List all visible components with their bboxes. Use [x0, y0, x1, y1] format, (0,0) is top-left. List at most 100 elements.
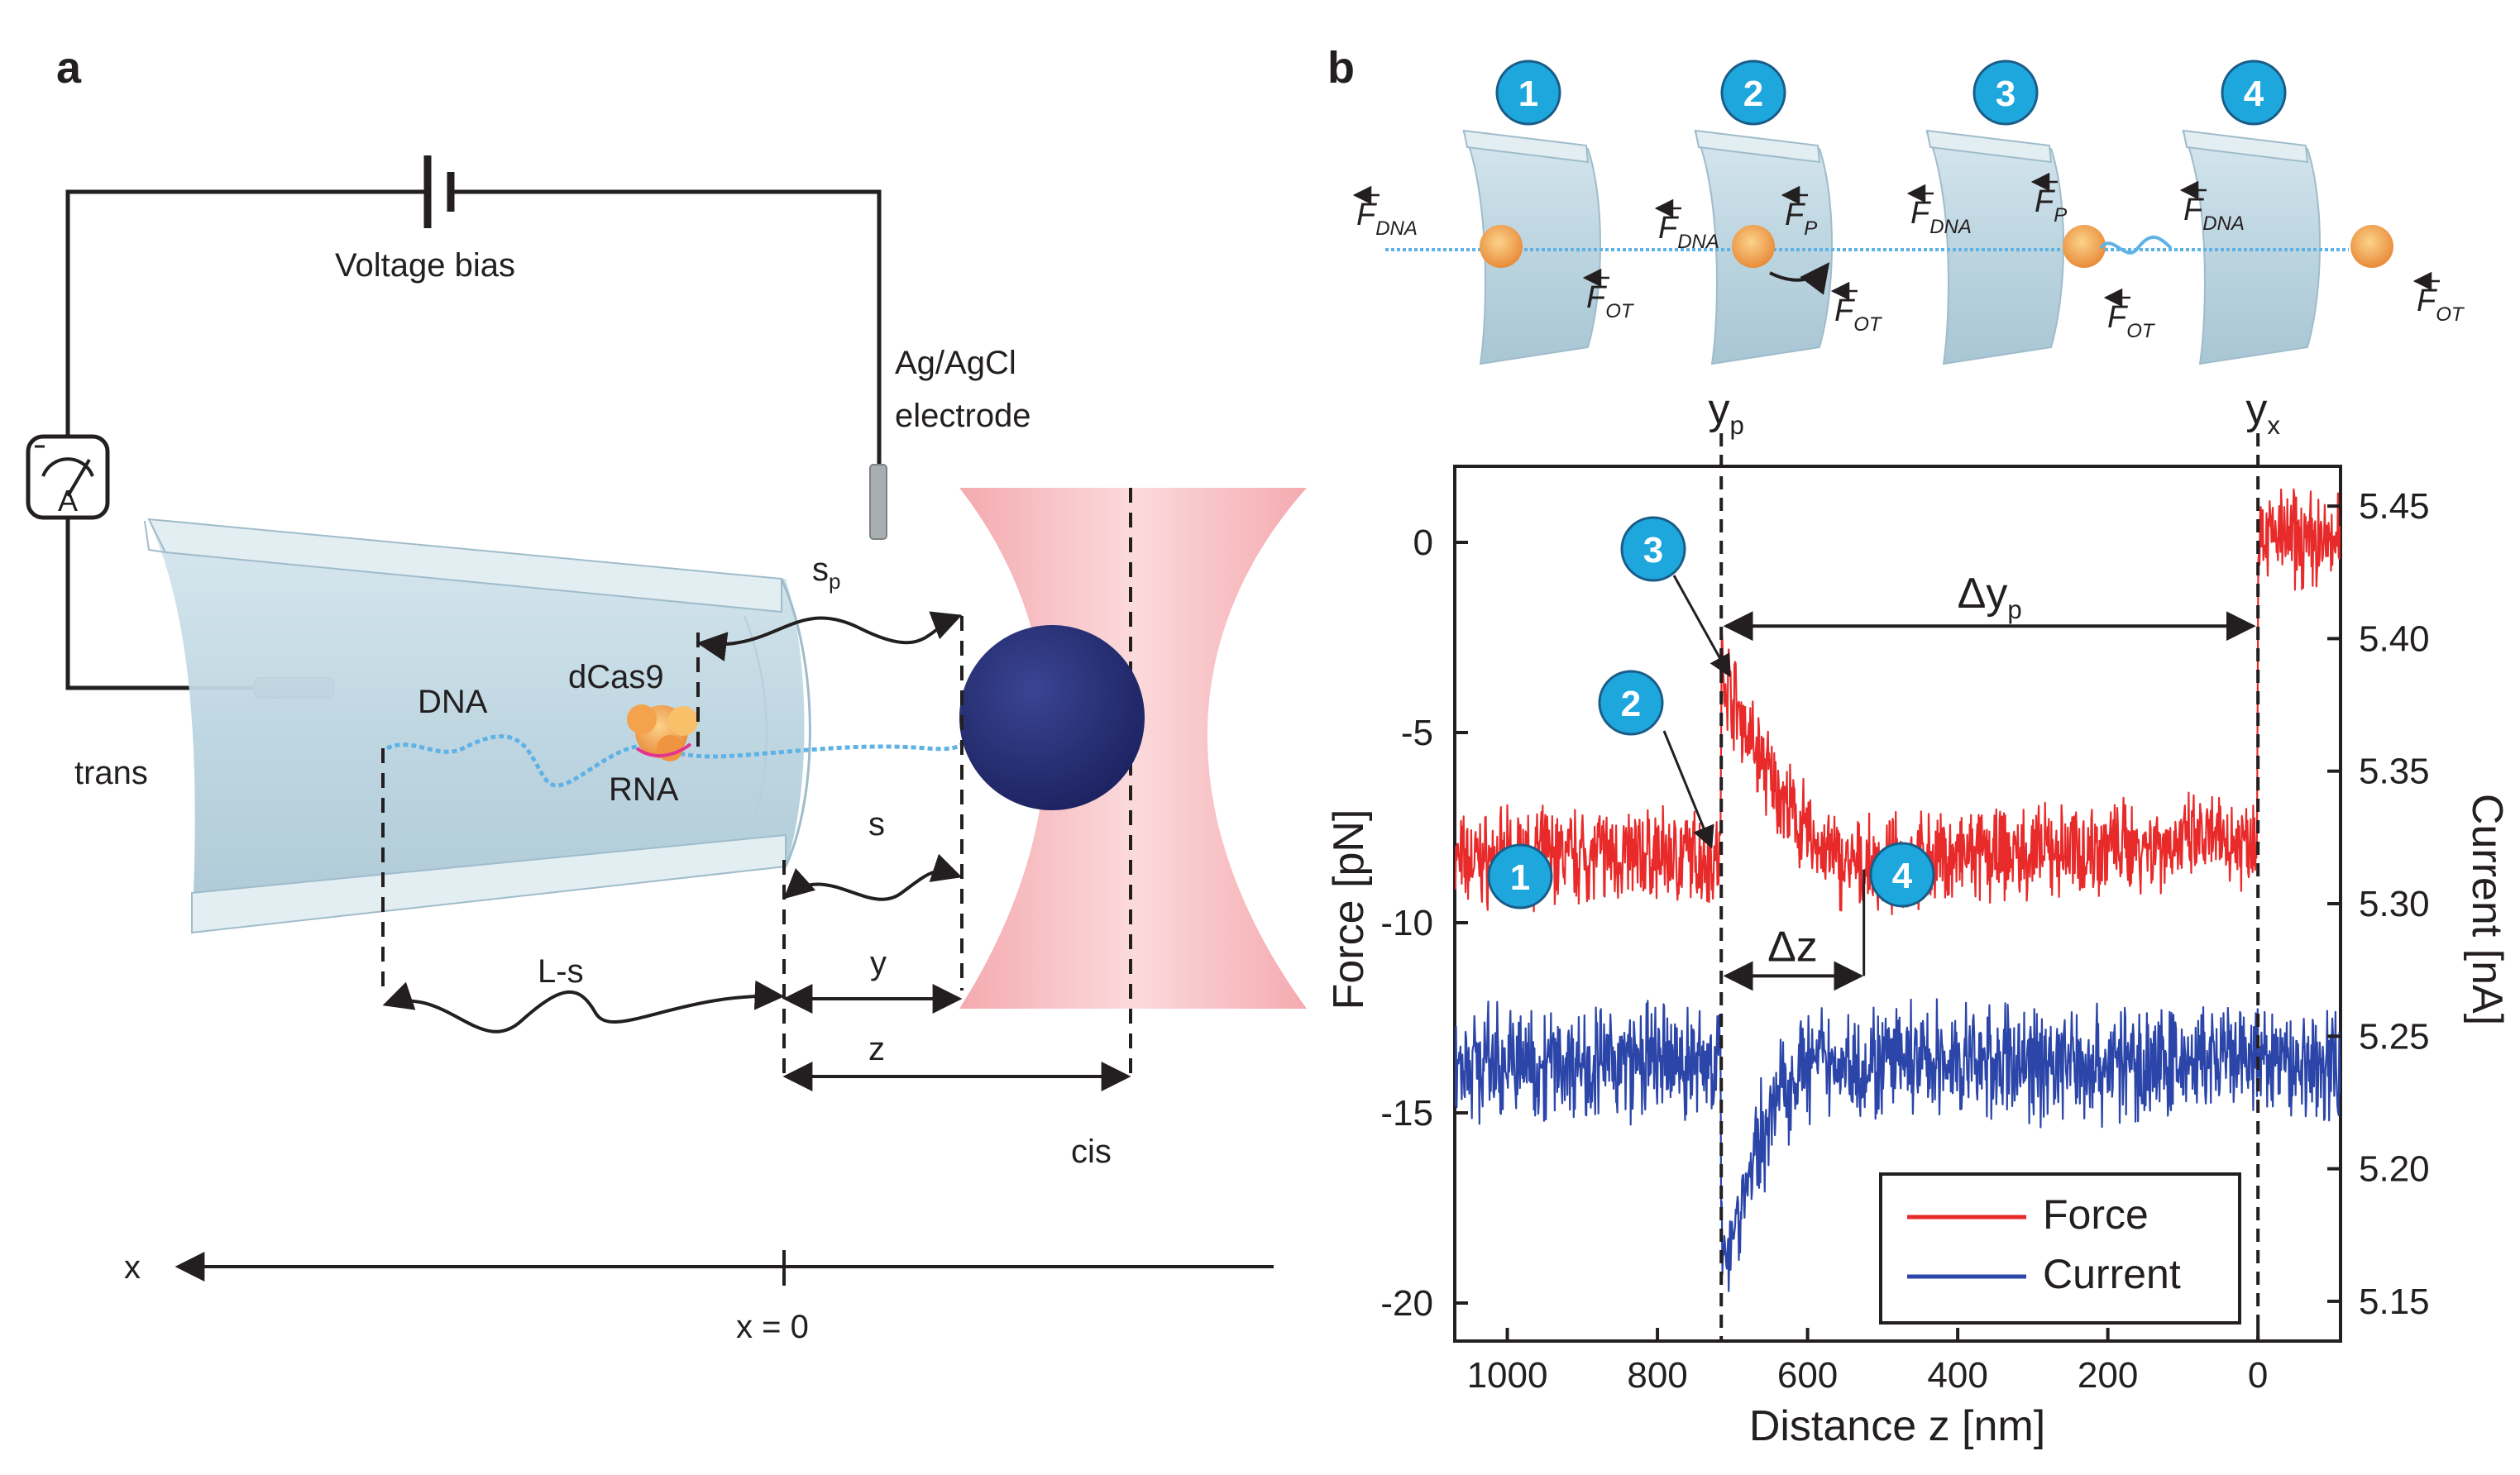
- z-label: z: [868, 1031, 885, 1067]
- y-axis-title: Force [pN]: [1325, 809, 1373, 1010]
- x-zero-label: x = 0: [736, 1309, 809, 1345]
- x-tick-label: 400: [1927, 1355, 1987, 1396]
- step-badge-circle: [1972, 60, 2039, 126]
- x-axis-label: x: [124, 1249, 141, 1286]
- legend-current-label: Current: [2043, 1251, 2181, 1297]
- step-badge-number: 3: [1996, 74, 2016, 114]
- step-badge-number: 4: [2244, 74, 2264, 114]
- y-right-axis-title: Current [nA]: [2463, 794, 2511, 1025]
- step-badge-2: 2: [1720, 60, 1786, 126]
- y-tick-label: -15: [1380, 1093, 1433, 1134]
- s-label: s: [868, 806, 885, 843]
- x-tick-label: 0: [2248, 1355, 2268, 1396]
- chart-badge-2: 2: [1598, 670, 1664, 736]
- y-right-tick-label: 5.15: [2359, 1282, 2430, 1322]
- yx-label: yx: [2245, 385, 2280, 440]
- step-badge-number: 3: [1643, 530, 1663, 570]
- s-arrow: [783, 853, 963, 901]
- y-label: y: [870, 945, 887, 981]
- delta-z-label: Δz: [1767, 923, 1818, 971]
- panel-b-label: b: [1327, 43, 1355, 93]
- legend-force-label: Force: [2043, 1191, 2149, 1238]
- y-tick-label: -20: [1380, 1283, 1433, 1324]
- step-badge-circle: [1495, 60, 1561, 126]
- step-3-schematic: 3: [1848, 60, 2106, 365]
- y-tick-label: 0: [1413, 523, 1433, 563]
- y-right-tick-label: 5.45: [2359, 486, 2430, 527]
- step-2-schematic: 2: [1617, 60, 1861, 365]
- x-tick-label: 1000: [1467, 1355, 1548, 1396]
- f-ot-3: FOT: [2103, 288, 2156, 342]
- force-symbol: FOT: [1834, 294, 1883, 336]
- current-series-line: [1455, 998, 2341, 1292]
- panel-a-label: a: [56, 43, 82, 93]
- x-tick-label: 800: [1627, 1355, 1687, 1396]
- step-badge-circle: [1487, 843, 1553, 909]
- step-badge-3: 3: [1972, 60, 2039, 126]
- legend: Force Current: [1879, 1172, 2241, 1325]
- step-dcas9-icon: [1732, 225, 1775, 268]
- circuit-wire-right: [453, 189, 882, 467]
- y-right-tick-label: 5.25: [2359, 1016, 2430, 1057]
- x-tick-label: 600: [1777, 1355, 1838, 1396]
- step-badge-number: 2: [1621, 684, 1641, 724]
- cis-label: cis: [1071, 1134, 1112, 1170]
- step-pore-rim: [2182, 129, 2309, 164]
- step-pore-rim: [1694, 129, 1821, 164]
- f-ot-1: FOT: [1582, 268, 1635, 322]
- y-right-tick-label: 5.30: [2359, 884, 2430, 924]
- y-right-tick-label: 5.40: [2359, 618, 2430, 659]
- chart-badge-3: 3: [1620, 516, 1686, 582]
- step-badge-circle: [1869, 842, 1935, 908]
- y-tick-label: -10: [1380, 903, 1433, 943]
- step-badge-1: 1: [1495, 60, 1561, 126]
- step-pore-rim: [1925, 129, 2053, 164]
- sp-label: sp: [812, 551, 840, 594]
- voltage-bias-label: Voltage bias: [335, 247, 515, 284]
- electrode-label-line2: electrode: [895, 398, 1031, 434]
- f-dna-4: FDNA: [2179, 180, 2245, 235]
- step-4-schematic: 4: [2105, 60, 2393, 365]
- chart-badge-1: 1: [1487, 843, 1553, 909]
- ls-label: L-s: [538, 953, 584, 990]
- trapped-bead: [959, 625, 1145, 810]
- step-badge-number: 1: [1518, 74, 1538, 114]
- dna-label: DNA: [418, 684, 488, 720]
- ammeter-icon: A: [26, 434, 110, 520]
- y-tick-label: -5: [1401, 713, 1433, 753]
- force-symbol: FDNA: [1658, 211, 1719, 253]
- rna-label: RNA: [609, 771, 679, 808]
- step-badge-circle: [1598, 670, 1664, 736]
- dna-strand: [385, 729, 977, 788]
- dcas9-label: dCas9: [568, 659, 664, 695]
- electrode-rod: [869, 464, 887, 540]
- force-symbol: FP: [1785, 198, 1817, 240]
- f-dna-3: FDNA: [1906, 184, 1972, 238]
- yp-label: yp: [1709, 385, 1744, 440]
- force-symbol: FDNA: [1356, 198, 1418, 240]
- step-2-motion-arrow: [1769, 262, 1830, 295]
- nanopore-tube: [144, 518, 811, 934]
- step-badge-circle: [1620, 516, 1686, 582]
- step-badge-circle: [2221, 60, 2287, 126]
- delta-yp-label: Δyp: [1958, 570, 2022, 624]
- f-p-2: FP: [1781, 185, 1817, 240]
- badge-2-pointer: [1662, 730, 1714, 849]
- step-badge-number: 4: [1892, 856, 1913, 896]
- y-right-tick-label: 5.20: [2359, 1149, 2430, 1190]
- step-badge-4: 4: [2221, 60, 2287, 126]
- ls-arrow: [382, 980, 785, 1033]
- chart-badge-4: 4: [1869, 842, 1935, 908]
- step-dcas9-icon: [2063, 225, 2106, 268]
- force-symbol: FOT: [2417, 284, 2465, 326]
- step-badge-number: 1: [1510, 857, 1530, 898]
- badge-3-pointer: [1672, 575, 1731, 678]
- circuit-wire: [65, 189, 425, 437]
- ammeter-label: A: [58, 484, 78, 518]
- sp-arrow: [696, 611, 963, 661]
- f-dna-1: FDNA: [1352, 185, 1418, 240]
- step-pore-rim: [1462, 129, 1590, 164]
- x-axis-title: Distance z [nm]: [1749, 1402, 2045, 1450]
- trans-label: trans: [74, 755, 148, 791]
